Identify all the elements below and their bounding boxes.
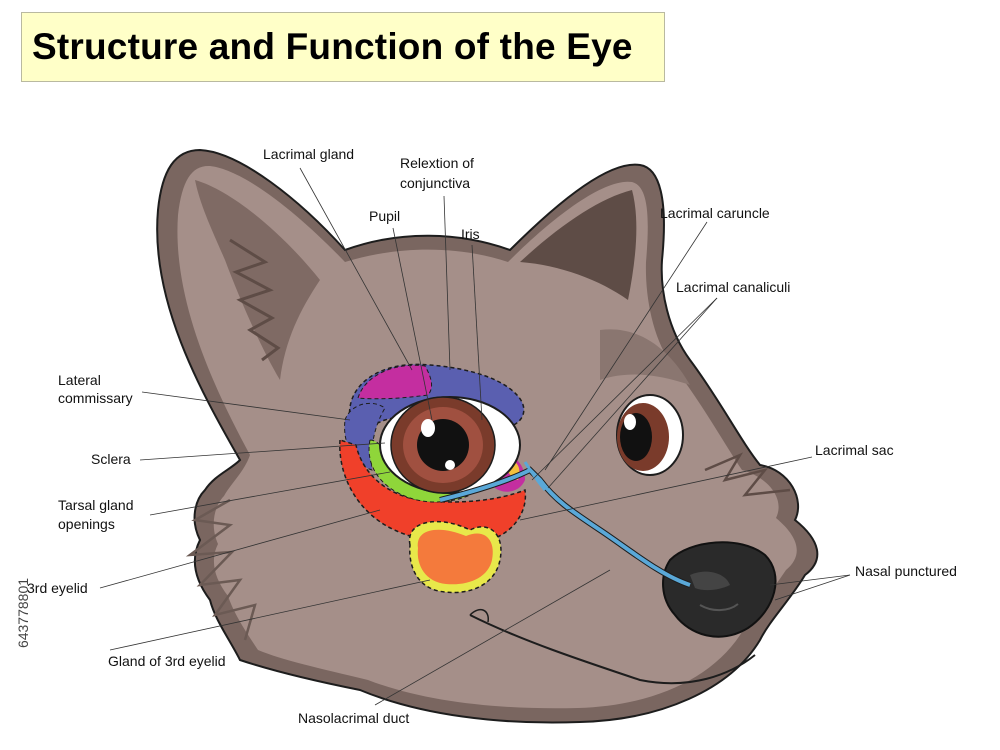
nasolacrimal-duct [439, 461, 691, 588]
title-box: Structure and Function of the Eye [21, 12, 665, 82]
label-lacrimal-sac: Lacrimal sac [815, 442, 894, 458]
left-ear-tuft [229, 238, 281, 362]
label-lacrimal-gland: Lacrimal gland [263, 146, 354, 162]
stock-watermark: 643778801 [8, 515, 31, 715]
label-tarsal-line2: openings [58, 516, 115, 532]
label-reflection-line1: Relextion of [400, 155, 474, 171]
label-lateral-line2: commissary [58, 390, 133, 406]
right-cheek-tufts [704, 452, 791, 497]
label-lateral-line1: Lateral [58, 372, 101, 388]
tarsal-region [339, 439, 527, 544]
label-lacrimal-canaliculi: Lacrimal canaliculi [676, 279, 790, 295]
jaw-line [469, 608, 489, 623]
label-pupil: Pupil [369, 208, 400, 224]
brow-shading [600, 329, 690, 385]
nose [662, 541, 777, 638]
far-eye [616, 394, 684, 476]
left-ear-inner [195, 180, 320, 380]
label-gland-third-eyelid: Gland of 3rd eyelid [108, 653, 226, 669]
third-eyelid-region [417, 529, 493, 585]
label-sclera: Sclera [91, 451, 131, 467]
near-eye [379, 396, 521, 494]
leader-lines [99, 167, 851, 706]
label-third-eyelid: 3rd eyelid [27, 580, 88, 596]
labels: Lacrimal gland Relextion of conjunctiva … [27, 146, 957, 726]
watermark-id: 643778801 [15, 577, 31, 649]
page-title: Structure and Function of the Eye [32, 26, 633, 67]
label-iris: Iris [461, 226, 480, 242]
label-nasolacrimal-duct: Nasolacrimal duct [298, 710, 409, 726]
label-lacrimal-caruncle: Lacrimal caruncle [660, 205, 770, 221]
cheek-tufts [185, 498, 257, 641]
label-nasal-punctured: Nasal punctured [855, 563, 957, 579]
magenta-gland-region [357, 364, 433, 400]
mouth-line [469, 614, 756, 685]
right-ear-inner [520, 190, 637, 300]
label-reflection-line2: conjunctiva [400, 175, 470, 191]
label-tarsal-line1: Tarsal gland [58, 497, 134, 513]
